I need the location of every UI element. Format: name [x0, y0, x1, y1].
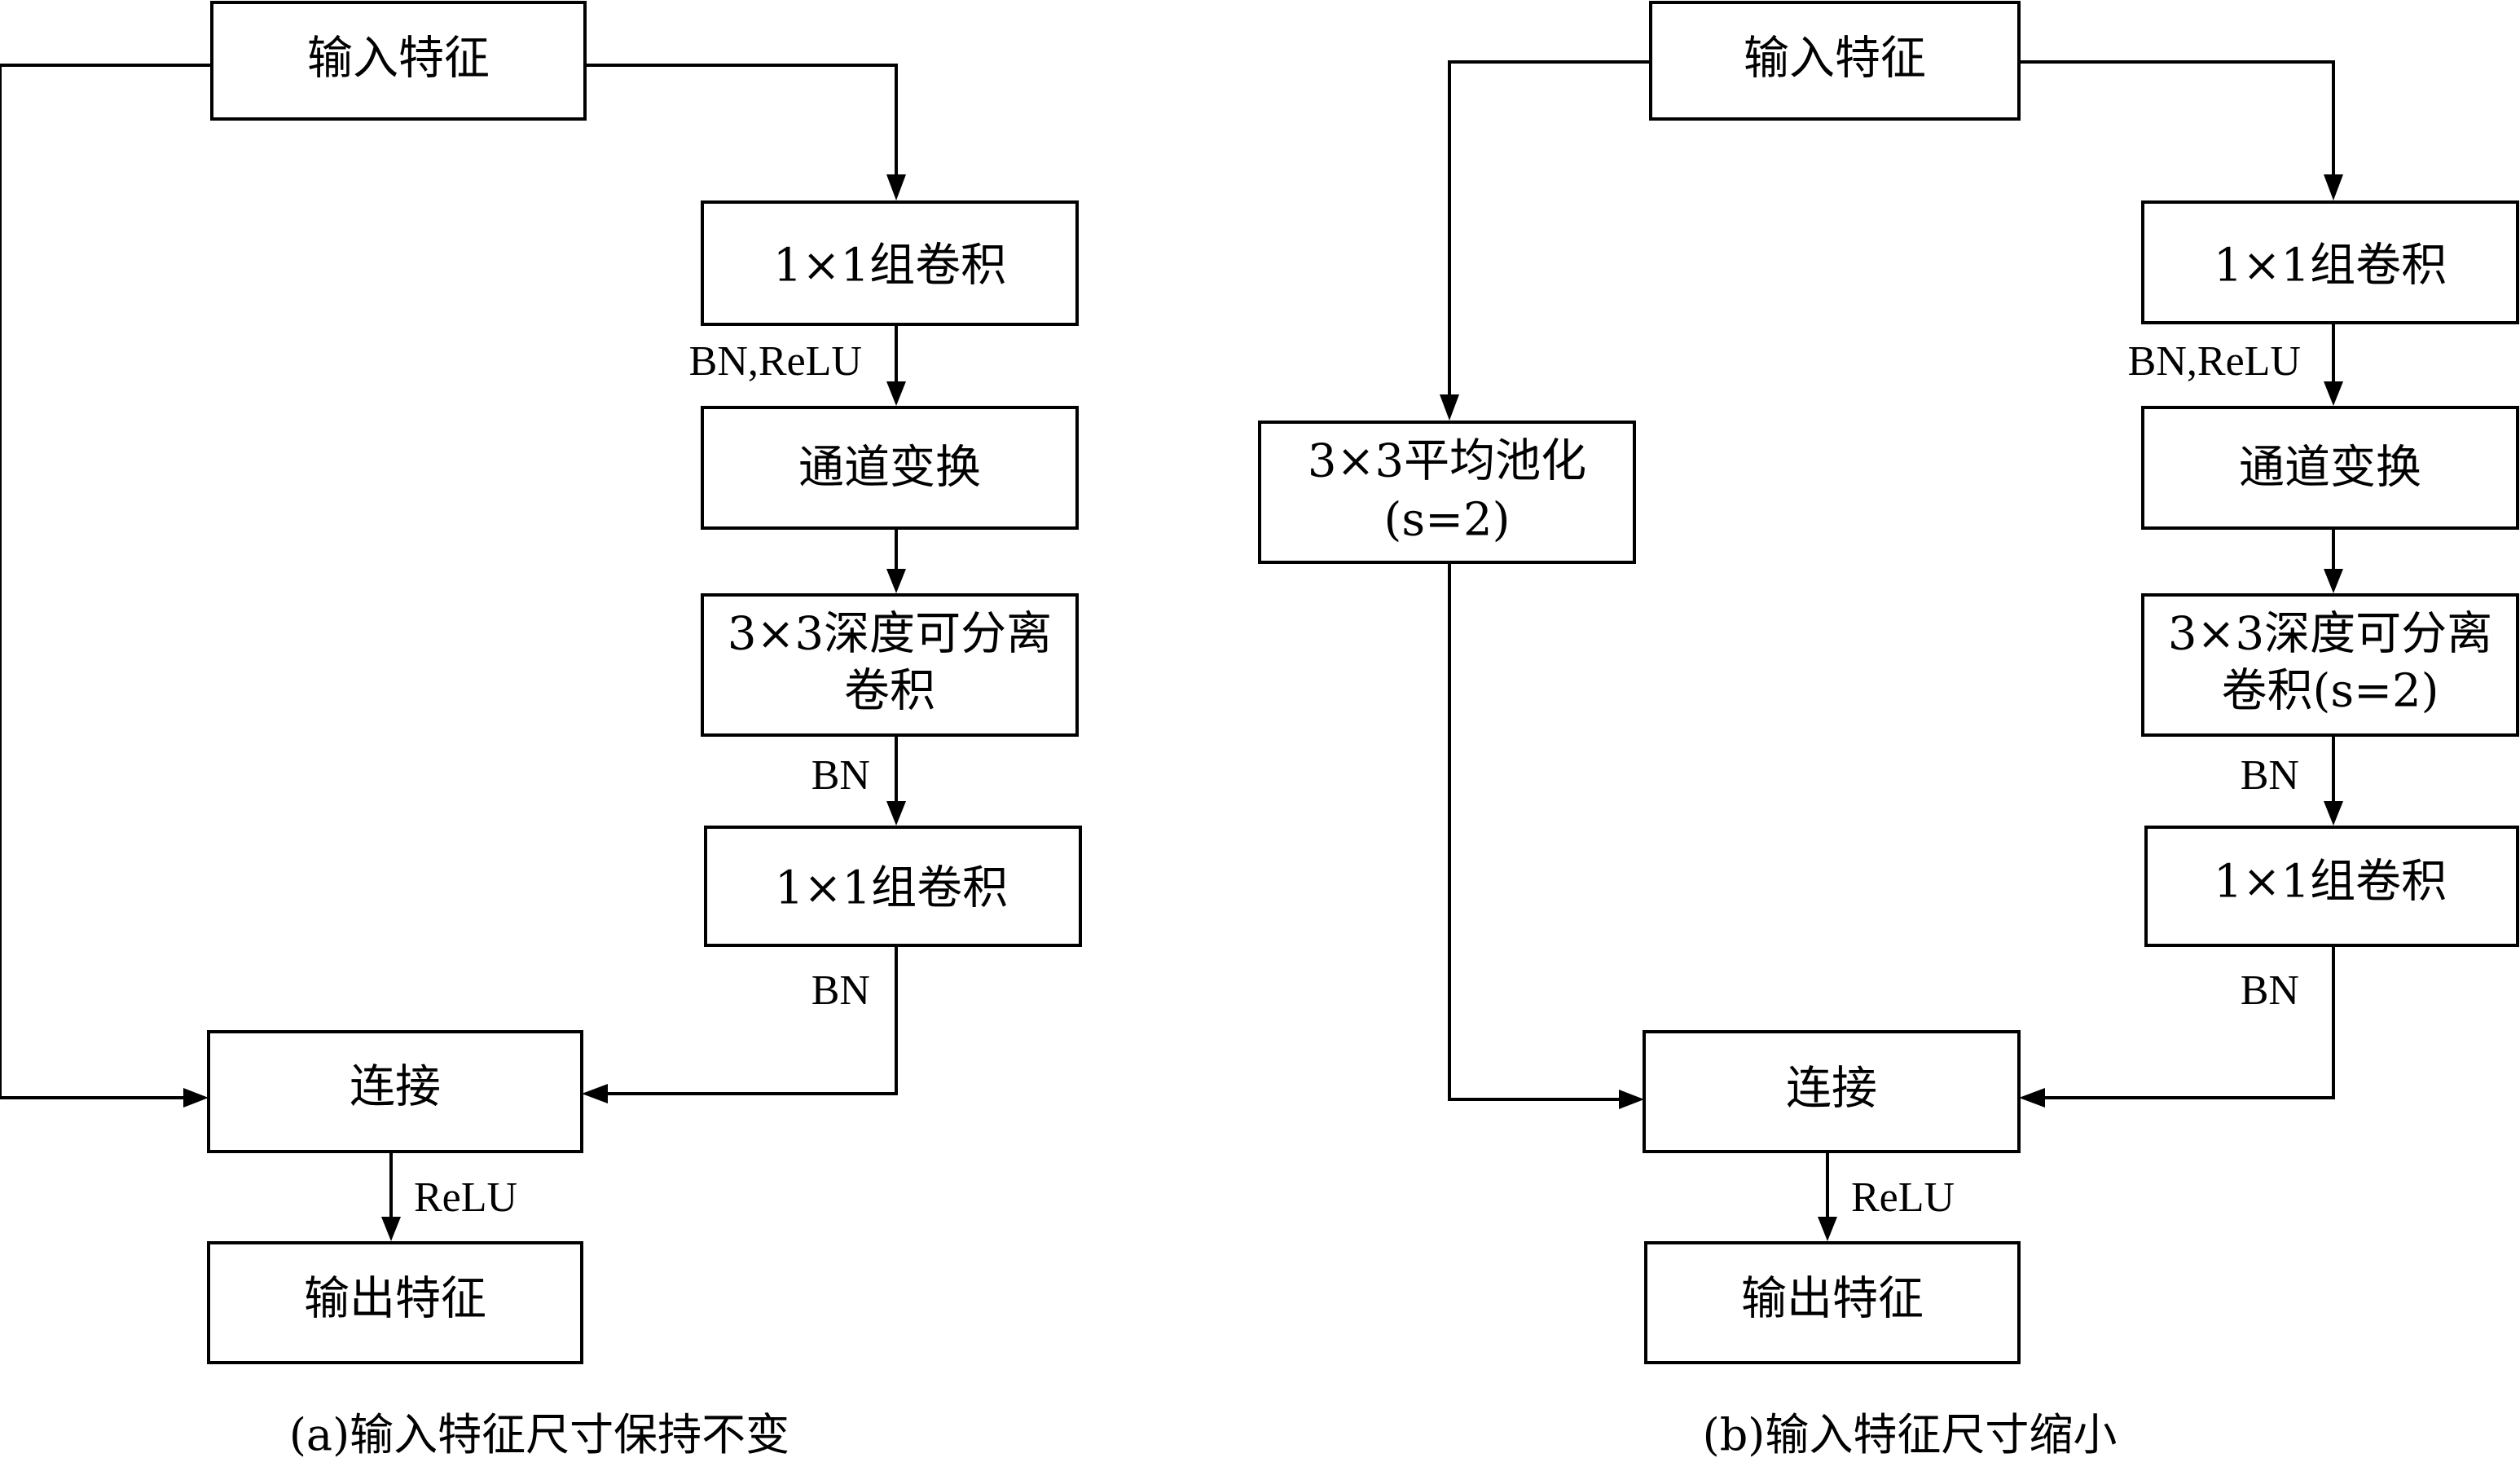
b-edge-pool-to-concat	[1448, 562, 1621, 1101]
b-arrowhead-shuffle	[2324, 381, 2343, 406]
a-edge-conv2-to-concat	[606, 945, 898, 1095]
a-conv2-text: 1×1组卷积	[775, 862, 1008, 915]
a-conv1-box	[701, 200, 1079, 326]
b-concat-box	[1643, 1030, 2021, 1153]
b-concat-text: 连接	[1786, 1063, 1877, 1116]
b-label-bn-relu: BN,ReLU	[2128, 338, 2301, 385]
b-edge-conv2-to-concat	[2043, 945, 2335, 1099]
b-label-bn1: BN	[2241, 752, 2299, 799]
a-shuffle-box	[701, 406, 1079, 530]
a-label-bn2: BN	[811, 967, 870, 1014]
a-arrowhead-shuffle	[886, 381, 906, 406]
b-shuffle-text: 通道变换	[2239, 442, 2421, 495]
b-pool-box	[1258, 421, 1636, 564]
a-input-text: 输入特征	[307, 33, 490, 86]
b-edge-input-to-conv1	[2019, 60, 2335, 176]
a-concat-box	[207, 1030, 583, 1153]
b-conv2-text: 1×1组卷积	[2214, 856, 2447, 909]
b-dwconv-box	[2141, 593, 2519, 737]
b-pool-text-line2: (s=2)	[1384, 494, 1511, 547]
b-arrowhead-conv1	[2324, 174, 2343, 200]
a-shuffle-text: 通道变换	[798, 442, 981, 495]
b-label-bn2: BN	[2241, 967, 2299, 1014]
a-input-box	[210, 1, 587, 121]
a-dwconv-box	[701, 593, 1079, 737]
b-arrowhead-conv2	[2324, 801, 2343, 826]
a-label-bn1: BN	[811, 752, 870, 799]
a-arrowhead-dwconv	[886, 569, 906, 593]
panel-b: 输入特征 1×1组卷积 BN,ReLU 3×3平均池化 (s=2) 通道变换 3…	[1258, 1, 2519, 1460]
b-arrowhead-output	[1818, 1217, 1837, 1241]
a-dwconv-text-line1: 3×3深度可分离	[728, 608, 1052, 661]
a-arrowhead-concat-left	[183, 1088, 209, 1108]
a-caption: (a)输入特征尺寸保持不变	[289, 1409, 789, 1460]
a-arrowhead-concat-right	[582, 1084, 608, 1103]
a-edge-input-to-concat	[0, 64, 212, 1099]
b-dwconv-text-line2: 卷积(s=2)	[2222, 665, 2439, 718]
b-arrowhead-concat-left	[1619, 1090, 1644, 1109]
b-arrowhead-pool	[1440, 394, 1459, 421]
a-conv2-box	[704, 826, 1082, 947]
b-dwconv-text-line1: 3×3深度可分离	[2168, 608, 2492, 661]
a-edge-input-to-conv1	[585, 64, 898, 176]
a-conv1-text: 1×1组卷积	[773, 240, 1006, 293]
b-label-relu: ReLU	[1851, 1174, 1955, 1221]
b-caption: (b)输入特征尺寸缩小	[1703, 1409, 2118, 1460]
a-label-relu: ReLU	[414, 1174, 517, 1221]
panel-a: 输入特征 1×1组卷积 BN,ReLU 通道变换 3×3深度可分离 卷积 BN …	[0, 1, 1082, 1460]
a-concat-text: 连接	[350, 1061, 441, 1114]
a-arrowhead-output	[381, 1217, 401, 1241]
b-shuffle-box	[2141, 406, 2519, 530]
a-output-text: 输出特征	[304, 1273, 486, 1326]
b-conv1-box	[2141, 200, 2519, 324]
b-conv1-text: 1×1组卷积	[2214, 240, 2447, 293]
a-arrowhead-conv2	[886, 801, 906, 826]
a-output-box	[207, 1241, 583, 1364]
b-edge-input-to-pool	[1448, 60, 1651, 396]
a-arrowhead-conv1	[886, 174, 906, 200]
b-pool-text-line1: 3×3平均池化	[1308, 435, 1586, 488]
b-input-box	[1649, 1, 2021, 121]
a-label-bn-relu: BN,ReLU	[689, 338, 862, 385]
b-arrowhead-dwconv	[2324, 569, 2343, 593]
a-dwconv-text-line2: 卷积	[844, 665, 935, 718]
b-conv2-box	[2144, 826, 2519, 947]
b-input-text: 输入特征	[1744, 33, 1926, 86]
b-arrowhead-concat-right	[2019, 1088, 2045, 1108]
b-output-text: 输出特征	[1741, 1273, 1924, 1326]
b-output-box	[1644, 1241, 2021, 1364]
